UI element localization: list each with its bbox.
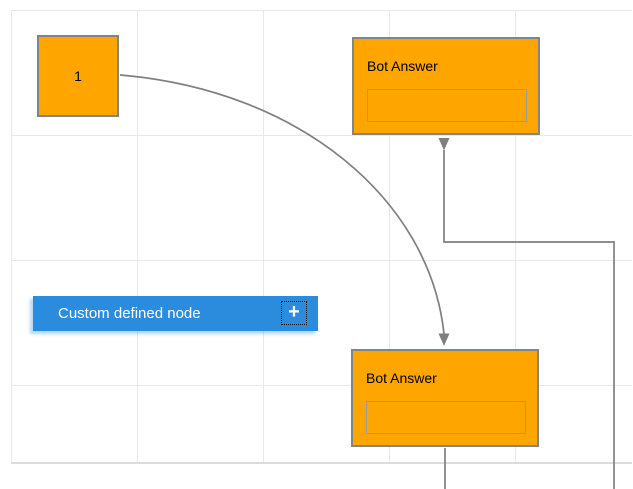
- arrowhead-down-icon: [438, 333, 450, 346]
- custom-node-label: Custom defined node: [58, 305, 201, 322]
- plus-icon: +: [288, 301, 300, 323]
- node-title: Bot Answer: [366, 370, 437, 386]
- node-custom-defined[interactable]: Custom defined node +: [33, 296, 318, 331]
- connector-curve-start-to-bottom-bot[interactable]: [119, 74, 445, 335]
- node-start-label: 1: [74, 68, 82, 84]
- node-start[interactable]: 1: [37, 35, 119, 117]
- node-text-box[interactable]: [366, 401, 526, 434]
- add-port-button[interactable]: +: [281, 301, 307, 325]
- connector-elbow-to-top-bot[interactable]: [443, 150, 615, 489]
- arrowhead-up-icon: [438, 138, 450, 151]
- node-bot-answer-top[interactable]: Bot Answer: [352, 37, 540, 135]
- node-text-box[interactable]: [367, 89, 527, 122]
- node-bot-answer-bottom[interactable]: Bot Answer: [351, 349, 539, 447]
- node-title: Bot Answer: [367, 58, 438, 74]
